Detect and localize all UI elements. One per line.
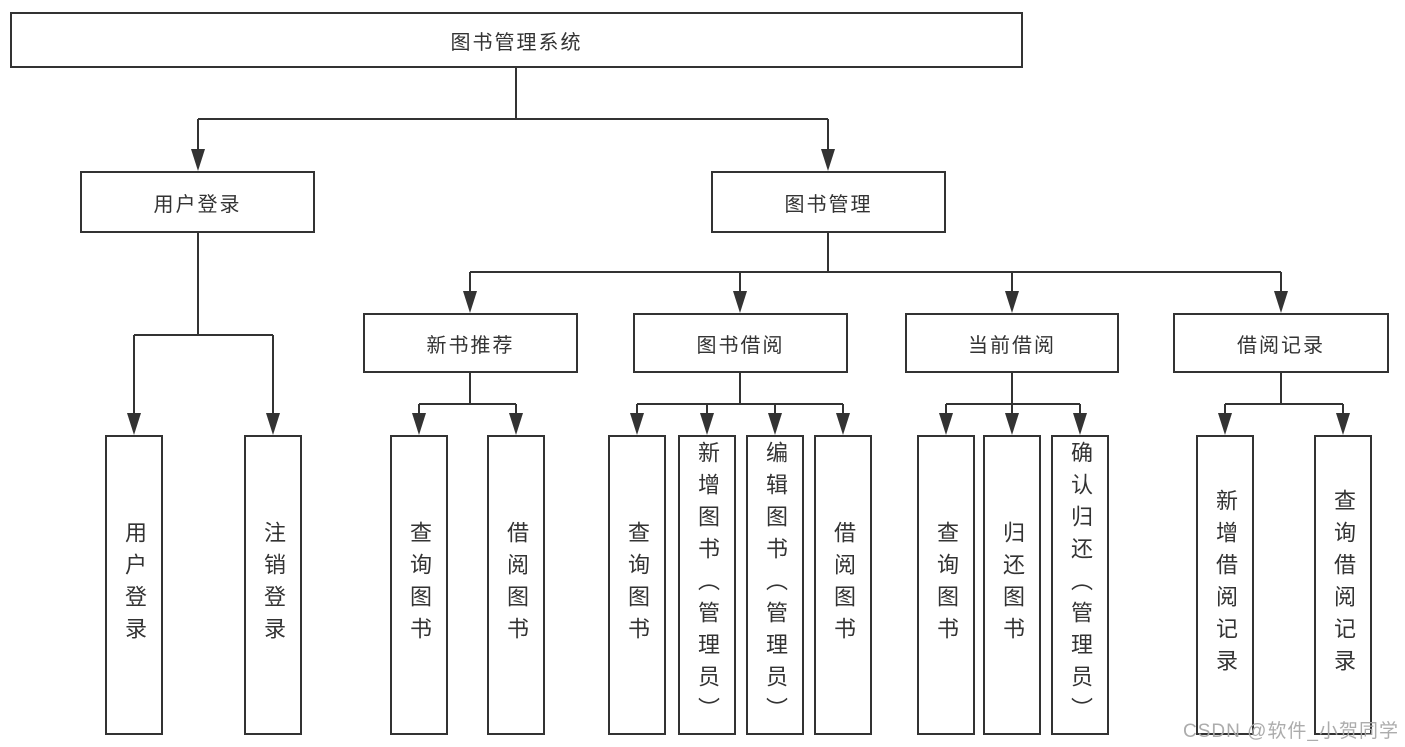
leaf-confirm-return-admin: 确认归还（管理员） — [1051, 435, 1109, 735]
leaf-label: 注销登录 — [261, 521, 286, 649]
node-label: 图书管理系统 — [450, 31, 583, 54]
leaf-label: 查询图书 — [407, 521, 432, 649]
leaf-add-books-admin: 新增图书（管理员） — [678, 435, 736, 735]
node-label: 借阅记录 — [1237, 334, 1325, 357]
leaf-label: 查询图书 — [625, 521, 650, 649]
leaf-add-borrow-record: 新增借阅记录 — [1196, 435, 1254, 735]
leaf-label: 编辑图书（管理员） — [763, 441, 788, 729]
node-current-borrow: 当前借阅 — [905, 313, 1119, 373]
node-label: 图书借阅 — [696, 334, 785, 357]
node-label: 图书管理 — [784, 193, 873, 216]
node-book-management: 图书管理 — [711, 171, 946, 233]
csdn-watermark: CSDN @软件_小贺同学 — [1183, 721, 1399, 742]
node-borrow-records: 借阅记录 — [1173, 313, 1389, 373]
leaf-query-books-borrow: 查询图书 — [608, 435, 666, 735]
node-label: 新书推荐 — [426, 334, 515, 357]
node-label: 当前借阅 — [968, 334, 1056, 357]
leaf-label: 新增借阅记录 — [1213, 489, 1238, 681]
node-label: 用户登录 — [153, 193, 242, 216]
leaf-label: 用户登录 — [122, 521, 147, 649]
leaf-label: 归还图书 — [1000, 521, 1025, 649]
leaf-borrow-books-recommend: 借阅图书 — [487, 435, 545, 735]
leaf-label: 查询图书 — [934, 521, 959, 649]
leaf-label: 借阅图书 — [504, 521, 529, 649]
node-new-book-recommend: 新书推荐 — [363, 313, 578, 373]
leaf-edit-books-admin: 编辑图书（管理员） — [746, 435, 804, 735]
leaf-label: 确认归还（管理员） — [1068, 441, 1093, 729]
leaf-borrow-books: 借阅图书 — [814, 435, 872, 735]
node-library-management-system: 图书管理系统 — [10, 12, 1023, 68]
leaf-query-borrow-record: 查询借阅记录 — [1314, 435, 1372, 735]
leaf-return-books: 归还图书 — [983, 435, 1041, 735]
leaf-label: 新增图书（管理员） — [695, 441, 720, 729]
leaf-logout: 注销登录 — [244, 435, 302, 735]
node-user-login: 用户登录 — [80, 171, 315, 233]
leaf-query-books-recommend: 查询图书 — [390, 435, 448, 735]
leaf-user-login: 用户登录 — [105, 435, 163, 735]
leaf-query-books-current: 查询图书 — [917, 435, 975, 735]
node-book-borrow: 图书借阅 — [633, 313, 848, 373]
leaf-label: 借阅图书 — [831, 521, 856, 649]
leaf-label: 查询借阅记录 — [1331, 489, 1356, 681]
arrowheads — [127, 149, 1350, 435]
